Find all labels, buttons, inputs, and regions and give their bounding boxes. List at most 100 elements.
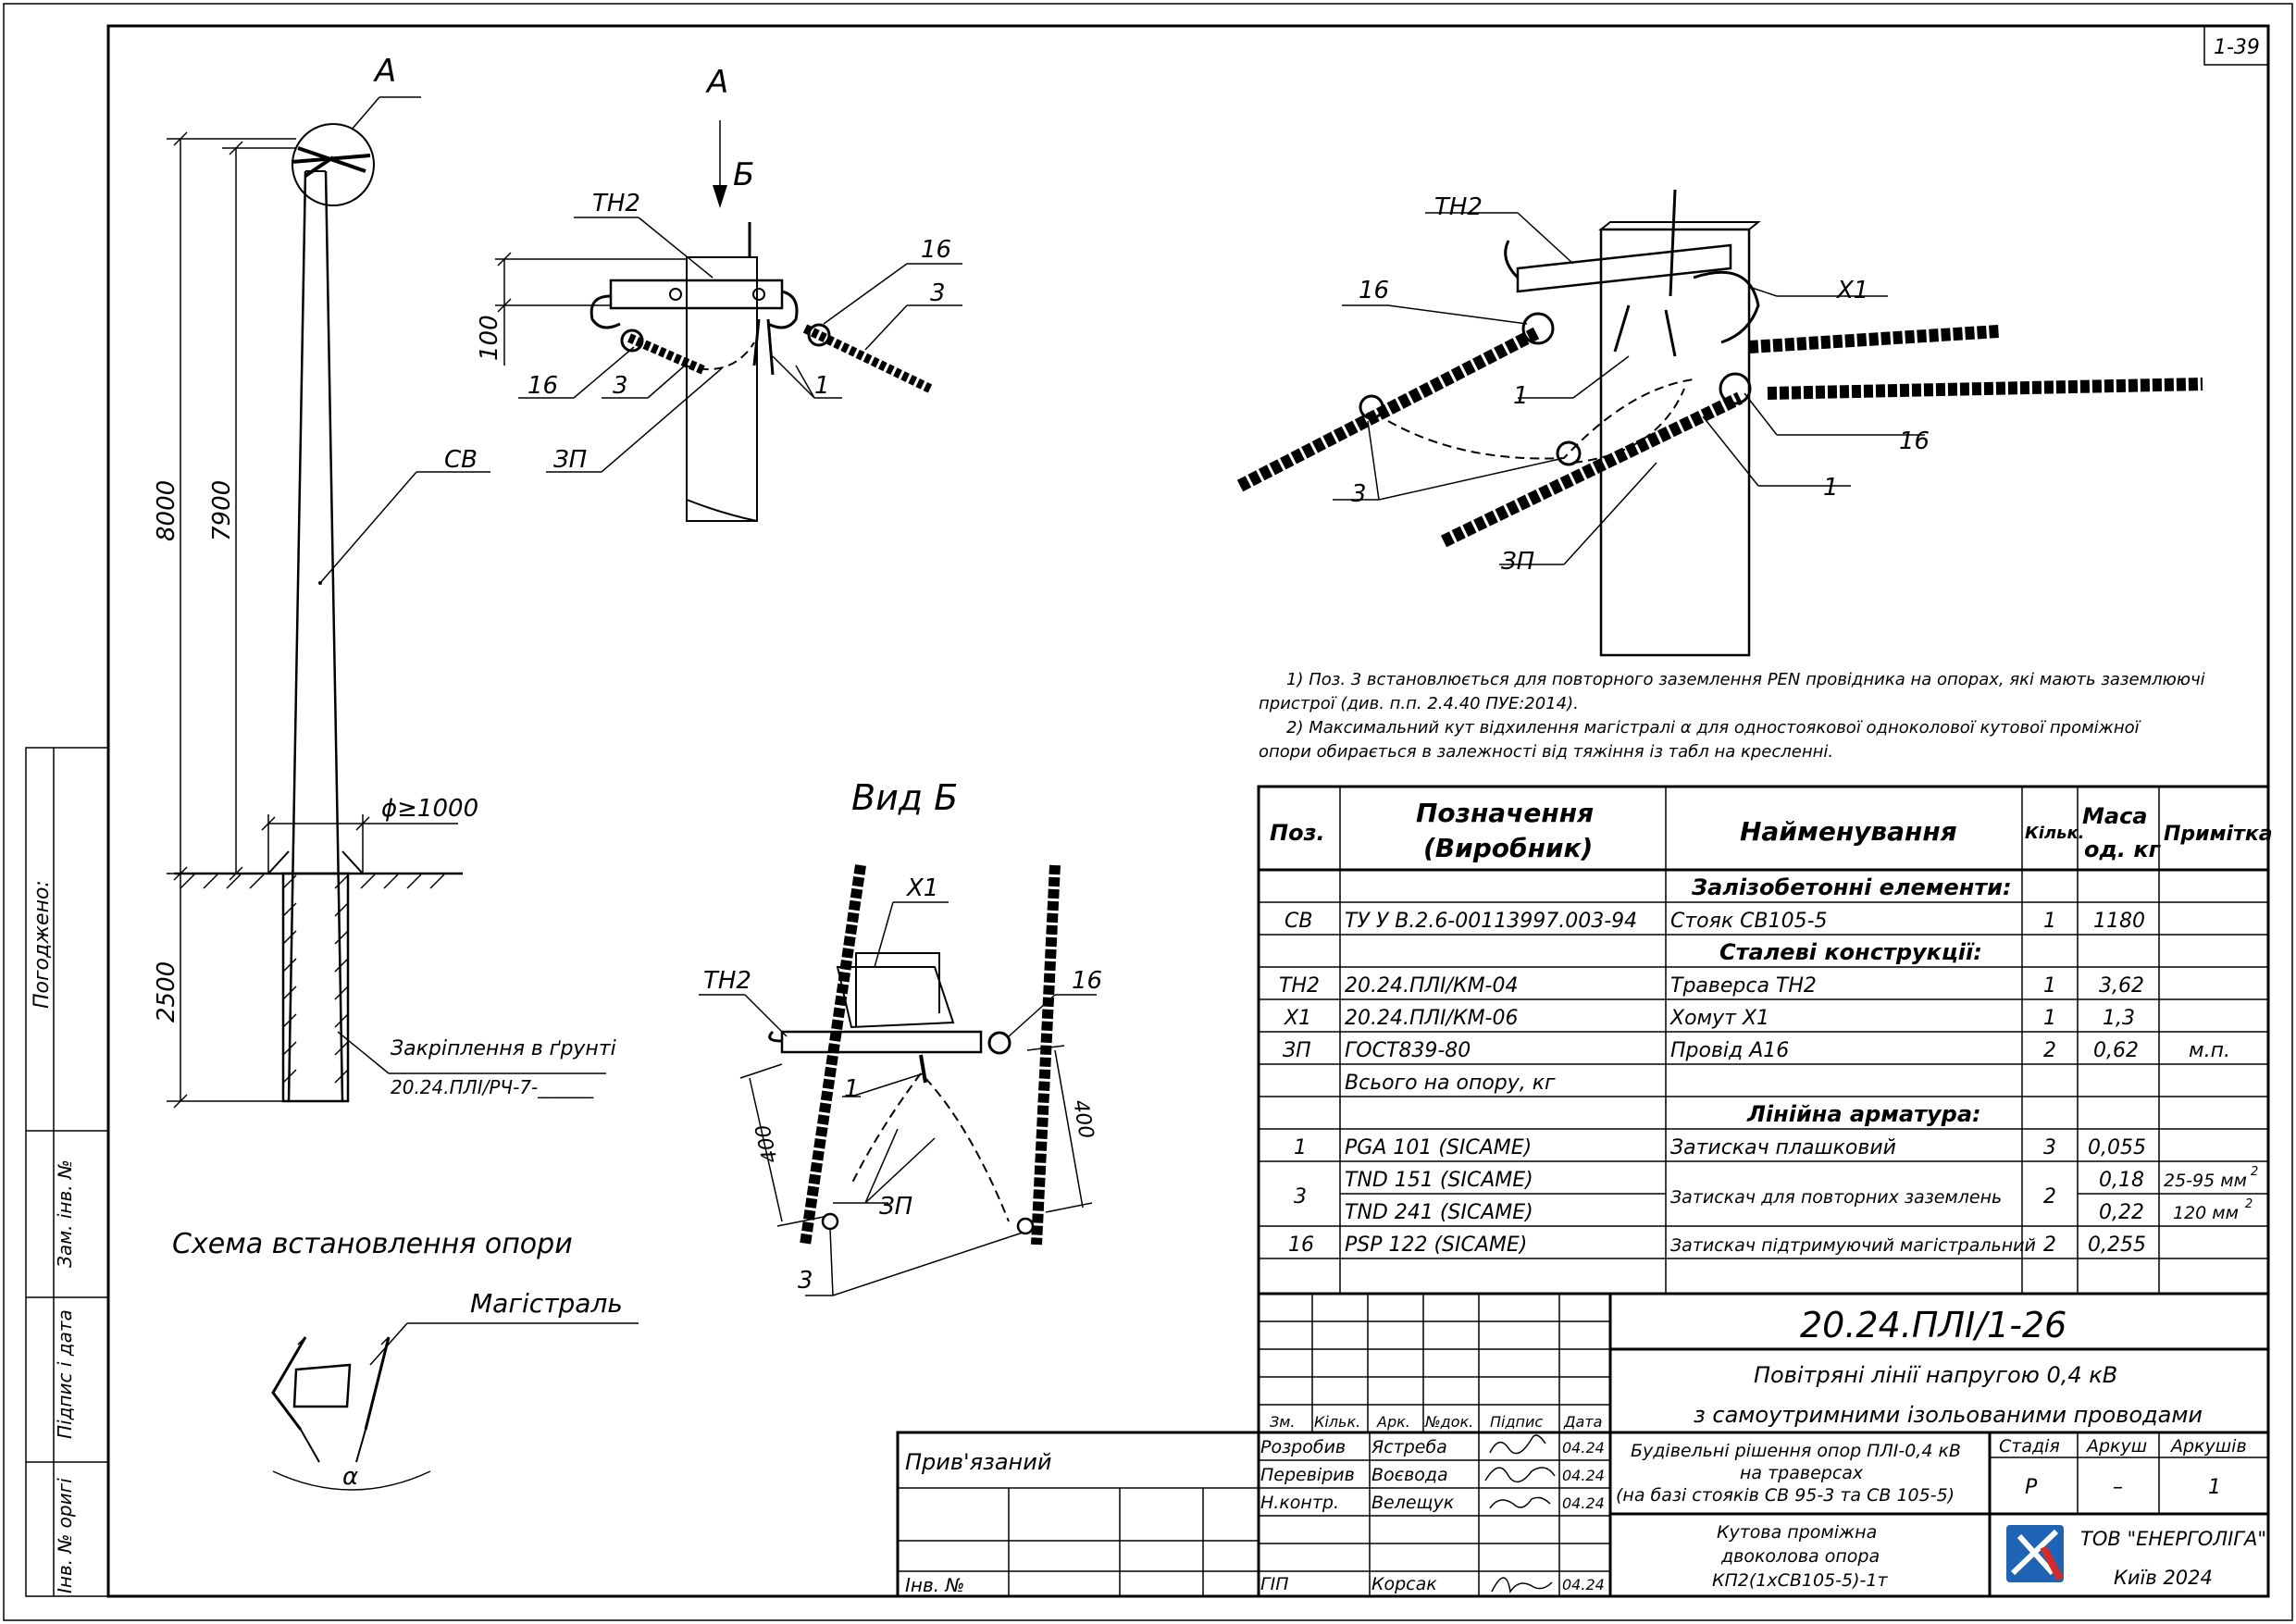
spec-row-sv-mass: 1180 (2093, 910, 2145, 933)
spec-row-3-mass: 0,18 (2099, 1169, 2144, 1192)
view-a-drawing (495, 120, 962, 522)
dim-2500: 2500 (153, 961, 180, 1023)
spec-row-zp-desig: ГОСТ839-80 (1345, 1039, 1471, 1062)
spec-head-note: Примітка (2164, 823, 2273, 846)
spec-row-3-note-sup: 2 (2251, 1165, 2258, 1179)
side-inv-orig-label: Інв. № оригі (54, 1478, 76, 1593)
title-line-2: з самоутримними ізольованими проводами (1694, 1402, 2203, 1428)
bound-label: Прив'язаний (905, 1449, 1051, 1475)
spec-row-x1-name: Хомут Х1 (1669, 1007, 1769, 1030)
spec-row-tn2-desig: 20.24.ПЛІ/КМ-04 (1345, 974, 1519, 998)
iso-label-tn2: ТН2 (1434, 193, 1483, 221)
spec-section-steel: Сталеві конструкції: (1719, 939, 1982, 965)
company-city: Київ 2024 (2114, 1567, 2213, 1589)
spec-row-total-label: Всього на опору, кг (1345, 1072, 1556, 1095)
spec-row-1-desig: PGA 101 (SICAME) (1345, 1136, 1532, 1159)
spec-head-maker: (Виробник) (1423, 833, 1593, 863)
role-checker: Перевірив (1260, 1465, 1355, 1485)
fix-in-ground-label: Закріплення в ґрунті (391, 1037, 616, 1060)
spec-row-x1-pos: Х1 (1284, 1007, 1311, 1030)
angle-scheme-label: Магістраль (470, 1288, 623, 1319)
name-norm-control: Велещук (1371, 1493, 1455, 1513)
spec-row-x1-mass: 1,3 (2103, 1007, 2135, 1030)
angle-alpha-label: α (342, 1463, 358, 1491)
spec-row-3-note-2-sup: 2 (2245, 1197, 2253, 1211)
view-b-title: Вид Б (851, 777, 958, 818)
spec-row-x1-desig: 20.24.ПЛІ/КМ-06 (1345, 1007, 1519, 1030)
role-norm-control: Н.контр. (1260, 1493, 1339, 1513)
spec-row-3-desig: TND 151 (SICAME) (1345, 1169, 1533, 1192)
view-b-label-16: 16 (1072, 967, 1102, 995)
desc-line-2: на траверсах (1740, 1463, 1864, 1483)
spec-row-3-mass-2: 0,22 (2099, 1201, 2144, 1224)
name-checker: Воєвода (1371, 1465, 1448, 1485)
date-checker: 04.24 (1562, 1467, 1605, 1484)
install-scheme-title: Схема встановлення опори (172, 1228, 573, 1260)
sheet-name-1: Кутова проміжна (1717, 1522, 1877, 1543)
col-head-sign: Підпис (1490, 1413, 1543, 1431)
spec-row-tn2-name: Траверса ТН2 (1670, 974, 1817, 998)
spec-row-16-qty: 2 (2043, 1233, 2056, 1257)
view-a-label-16-right: 16 (921, 236, 951, 264)
col-head-date: Дата (1563, 1413, 1602, 1431)
spec-row-3-note: 25-95 мм (2164, 1171, 2247, 1191)
sheet-value: – (2113, 1476, 2123, 1499)
spec-head-pos: Поз. (1270, 820, 1325, 846)
name-chief-engineer: Корсак (1371, 1574, 1437, 1594)
note-1-line-1: 1) Поз. 3 встановлюється для повторного … (1286, 670, 2205, 689)
spec-row-zp-mass: 0,62 (2093, 1039, 2139, 1062)
spec-row-16-mass: 0,255 (2088, 1233, 2146, 1257)
spec-row-sv-pos: СВ (1285, 910, 1312, 933)
spec-row-zp-note: м.п. (2189, 1039, 2230, 1062)
title-block-texts: 20.24.ПЛІ/1-26 Повітряні лінії напругою … (905, 1305, 2266, 1596)
note-2-line-1: 2) Максимальний кут відхилення магістрал… (1286, 718, 2141, 738)
iso-label-16-right: 16 (1899, 428, 1930, 455)
side-stamp (25, 747, 109, 1597)
view-b-label-1: 1 (844, 1075, 860, 1103)
stage-head: Стадія (1999, 1436, 2060, 1457)
pole-install-drawing (167, 96, 606, 1109)
view-b-dim-right: 400 (1068, 1098, 1098, 1141)
sheets-value: 1 (2208, 1476, 2221, 1499)
spec-row-3-desig-2: TND 241 (SICAME) (1345, 1201, 1533, 1224)
dim-7900: 7900 (208, 480, 236, 541)
col-head-doc: №док. (1424, 1413, 1473, 1431)
company-name: ТОВ "ЕНЕРГОЛІГА" (2080, 1528, 2266, 1550)
sheet-number: 1-39 (2214, 36, 2260, 59)
dim-8000: 8000 (153, 480, 180, 541)
view-a-label-zp: ЗП (553, 446, 587, 474)
spec-row-x1-qty: 1 (2043, 1007, 2056, 1030)
signatures (1484, 1434, 1556, 1593)
diameter-label: ϕ≥1000 (381, 795, 478, 823)
spec-table-grid (1257, 785, 2270, 1295)
spec-row-tn2-qty: 1 (2043, 974, 2056, 998)
view-a-label-tn2: ТН2 (592, 190, 640, 217)
spec-row-3-qty: 2 (2043, 1185, 2056, 1209)
side-agreed-label: Погоджено: (31, 880, 54, 1009)
spec-section-labels: Залізобетонні елементи: Сталеві конструк… (1691, 874, 2012, 1127)
view-b-drawing (699, 864, 1097, 1296)
sheets-head: Аркушів (2169, 1436, 2247, 1457)
spec-head-mass-1: Маса (2082, 803, 2148, 829)
fix-ref-label: 20.24.ПЛІ/РЧ-7-______ (391, 1076, 594, 1098)
spec-row-1-qty: 3 (2043, 1136, 2056, 1159)
sheet-head: Аркуш (2085, 1436, 2147, 1457)
spec-head-mass-2: од. кг (2084, 837, 2162, 862)
view-a-dim-100: 100 (476, 315, 503, 361)
spec-head-name: Найменування (1740, 816, 1957, 847)
sheet-name-3: КП2(1хСВ105-5)-1т (1712, 1570, 1888, 1591)
col-head-zm: Зм. (1270, 1413, 1295, 1431)
angle-scheme-drawing (271, 1322, 639, 1491)
iso-label-zp: ЗП (1501, 548, 1534, 576)
title-block-grid (896, 1292, 2270, 1598)
role-chief-engineer: ГІП (1260, 1574, 1288, 1594)
spec-row-sv-desig: ТУ У В.2.6-00113997.003-94 (1345, 910, 1637, 933)
spec-row-zp-qty: 2 (2043, 1039, 2056, 1062)
spec-row-3-name: Затискач для повторних заземлень (1670, 1187, 2002, 1208)
view-a-label-3-right: 3 (930, 279, 946, 307)
spec-row-1-pos: 1 (1294, 1136, 1307, 1159)
spec-section-concrete: Залізобетонні елементи: (1691, 874, 2012, 900)
view-a-title: А (705, 64, 728, 101)
date-chief-engineer: 04.24 (1562, 1576, 1605, 1593)
